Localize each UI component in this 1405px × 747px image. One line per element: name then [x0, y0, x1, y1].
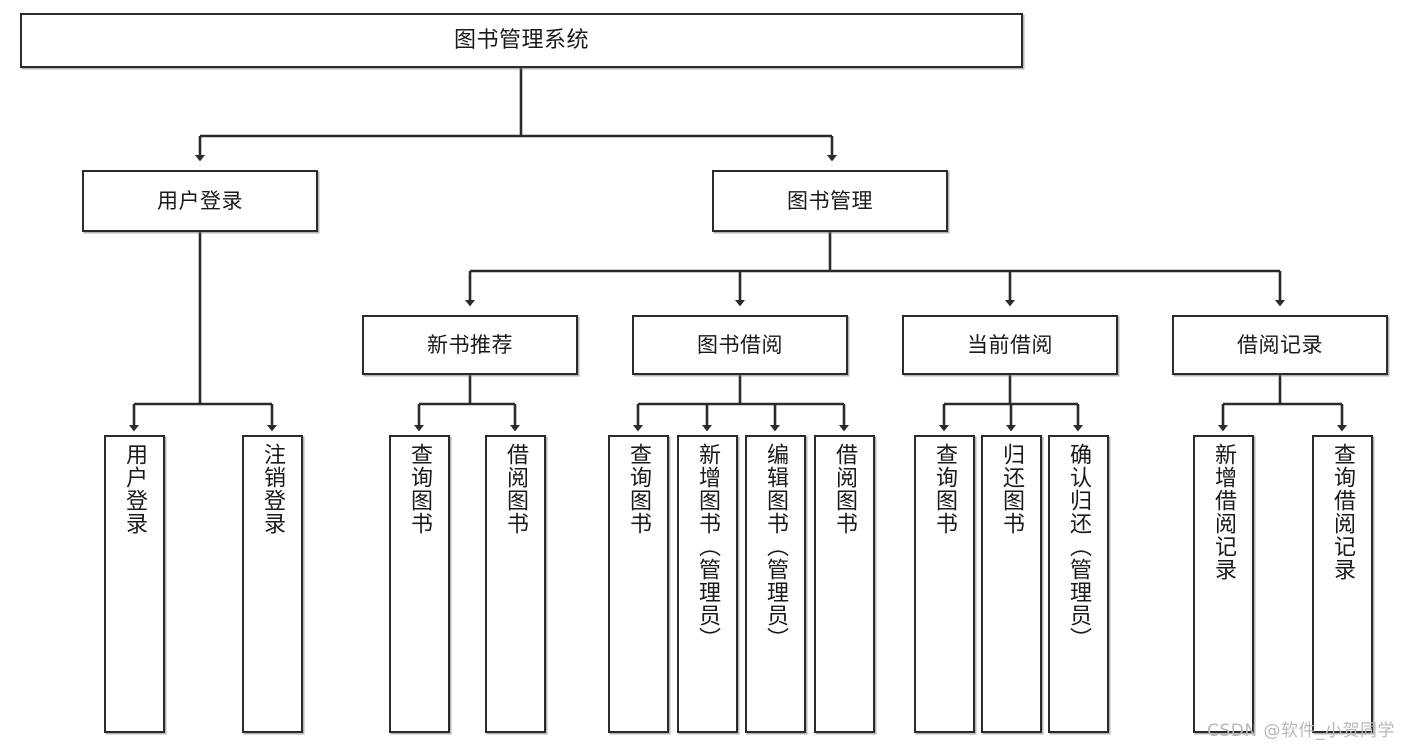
node-label: 借阅记录 [1237, 332, 1323, 357]
node-label: 编辑图书（管理员） [763, 443, 789, 650]
node-label: 图书管理 [787, 188, 873, 213]
node-label: 查询图书 [932, 443, 958, 535]
node-leaf-user-logout[interactable]: 注销登录 [242, 435, 303, 733]
node-label: 图书管理系统 [453, 27, 589, 53]
edges-current-borrow-to-leaves [938, 375, 1084, 432]
node-label: 借阅图书 [503, 443, 529, 535]
node-label: 图书借阅 [697, 332, 783, 357]
node-root-book-management-system[interactable]: 图书管理系统 [20, 13, 1023, 68]
node-leaf-query-borrow-record[interactable]: 查询借阅记录 [1312, 435, 1373, 733]
watermark-text: CSDN @软件_小贺同学 [1207, 721, 1395, 741]
node-book-manage[interactable]: 图书管理 [712, 170, 948, 232]
node-label: 新书推荐 [427, 332, 513, 357]
edges-root-to-level2 [194, 68, 838, 162]
node-leaf-query-book-recommend[interactable]: 查询图书 [389, 435, 450, 733]
node-label: 当前借阅 [967, 332, 1053, 357]
edges-book-borrow-to-leaves [632, 375, 850, 432]
node-label: 用户登录 [157, 188, 243, 213]
node-borrow-record[interactable]: 借阅记录 [1172, 315, 1388, 375]
node-label: 归还图书 [999, 443, 1025, 535]
node-user-login[interactable]: 用户登录 [82, 170, 318, 232]
node-leaf-return-book[interactable]: 归还图书 [981, 435, 1042, 733]
node-label: 确认归还（管理员） [1066, 443, 1092, 650]
node-leaf-edit-book[interactable]: 编辑图书（管理员） [745, 435, 806, 733]
node-leaf-confirm-return[interactable]: 确认归还（管理员） [1048, 435, 1109, 733]
node-label: 新增图书（管理员） [695, 443, 721, 650]
node-new-book-recommend[interactable]: 新书推荐 [362, 315, 578, 375]
node-leaf-user-login[interactable]: 用户登录 [104, 435, 165, 733]
node-leaf-query-book-current[interactable]: 查询图书 [914, 435, 975, 733]
node-book-borrow[interactable]: 图书借阅 [632, 315, 848, 375]
edges-book-manage-to-level3 [464, 232, 1286, 307]
edges-borrow-record-to-leaves [1217, 375, 1348, 432]
node-leaf-query-book-borrow[interactable]: 查询图书 [608, 435, 669, 733]
node-current-borrow[interactable]: 当前借阅 [902, 315, 1118, 375]
node-label: 借阅图书 [832, 443, 858, 535]
edges-new-book-recommend-to-leaves [413, 375, 521, 432]
node-label: 注销登录 [260, 443, 286, 535]
node-label: 查询图书 [626, 443, 652, 535]
node-label: 新增借阅记录 [1211, 443, 1237, 581]
node-leaf-borrow-book-recommend[interactable]: 借阅图书 [485, 435, 546, 733]
node-leaf-borrow-book[interactable]: 借阅图书 [814, 435, 875, 733]
node-leaf-add-borrow-record[interactable]: 新增借阅记录 [1193, 435, 1254, 733]
node-label: 查询借阅记录 [1330, 443, 1356, 581]
edges-user-login-to-leaves [128, 232, 278, 432]
node-label: 用户登录 [122, 443, 148, 535]
node-label: 查询图书 [407, 443, 433, 535]
node-leaf-add-book[interactable]: 新增图书（管理员） [677, 435, 738, 733]
